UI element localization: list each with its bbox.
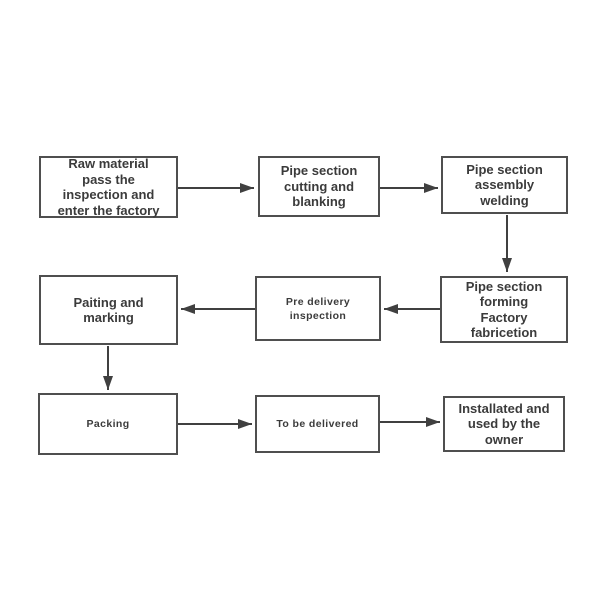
flow-node-forming-fabrication: Pipe section forming Factory fabricetion: [440, 276, 568, 343]
flow-node-painting-marking: Paiting and marking: [39, 275, 178, 345]
flow-node-to-be-delivered: To be delivered: [255, 395, 380, 453]
flow-node-raw-material: Raw material pass the inspection and ent…: [39, 156, 178, 218]
flow-node-assembly-welding: Pipe section assembly welding: [441, 156, 568, 214]
flow-node-packing: Packing: [38, 393, 178, 455]
flow-node-pre-delivery-inspection: Pre delivery inspection: [255, 276, 381, 341]
flow-node-installed-owner: Installated and used by the owner: [443, 396, 565, 452]
flow-node-cutting-blanking: Pipe section cutting and blanking: [258, 156, 380, 217]
